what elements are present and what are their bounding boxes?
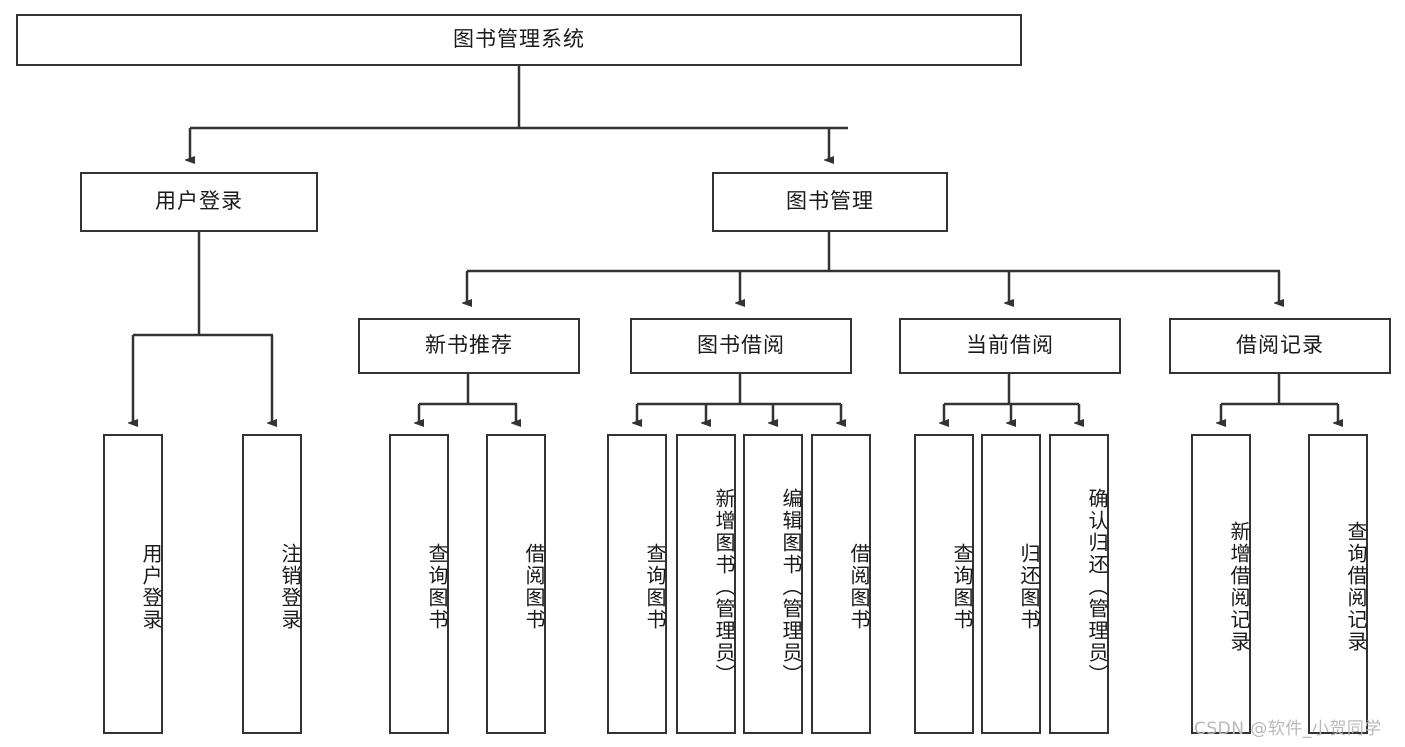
leaf-borrow-record-query[interactable]: 查询借阅记录 [1308, 434, 1368, 734]
node-label: 图书管理 [786, 189, 874, 214]
node-label: 借阅图书 [847, 543, 871, 631]
node-label: 注销登录 [278, 543, 302, 631]
node-label: 查询图书 [425, 543, 449, 631]
csdn-watermark: CSDN @软件_小贺同学 [1194, 719, 1382, 739]
node-label: 查询图书 [643, 543, 667, 631]
leaf-borrow-record-add[interactable]: 新增借阅记录 [1191, 434, 1251, 734]
leaf-book-borrow-add[interactable]: 新增图书（管理员） [676, 434, 736, 734]
node-label: 查询借阅记录 [1344, 521, 1368, 653]
node-current-borrow[interactable]: 当前借阅 [899, 318, 1121, 374]
node-label: 编辑图书（管理员） [779, 488, 803, 686]
leaf-user-login-login[interactable]: 用户登录 [103, 434, 163, 734]
leaf-user-login-logout[interactable]: 注销登录 [242, 434, 302, 734]
node-label: 借阅图书 [522, 543, 546, 631]
leaf-current-borrow-query[interactable]: 查询图书 [914, 434, 974, 734]
node-label: 新增借阅记录 [1227, 521, 1251, 653]
node-label: 用户登录 [155, 189, 243, 214]
node-label: 借阅记录 [1236, 333, 1324, 358]
node-label: 图书借阅 [697, 333, 785, 358]
leaf-book-borrow-borrow[interactable]: 借阅图书 [811, 434, 871, 734]
node-borrow-record[interactable]: 借阅记录 [1169, 318, 1391, 374]
leaf-book-borrow-edit[interactable]: 编辑图书（管理员） [743, 434, 803, 734]
node-root-system[interactable]: 图书管理系统 [16, 14, 1022, 66]
node-label: 当前借阅 [966, 333, 1054, 358]
node-user-login[interactable]: 用户登录 [80, 172, 318, 232]
leaf-current-borrow-return[interactable]: 归还图书 [981, 434, 1041, 734]
node-label: 新增图书（管理员） [712, 488, 736, 686]
node-label: 查询图书 [950, 543, 974, 631]
leaf-book-borrow-query[interactable]: 查询图书 [607, 434, 667, 734]
node-label: 图书管理系统 [453, 27, 585, 52]
leaf-new-book-borrow[interactable]: 借阅图书 [486, 434, 546, 734]
node-book-borrow[interactable]: 图书借阅 [630, 318, 852, 374]
node-label: 确认归还（管理员） [1085, 488, 1109, 686]
node-label: 新书推荐 [425, 333, 513, 358]
node-label: 用户登录 [139, 543, 163, 631]
leaf-current-borrow-confirm[interactable]: 确认归还（管理员） [1049, 434, 1109, 734]
node-label: 归还图书 [1017, 543, 1041, 631]
node-new-book-recommend[interactable]: 新书推荐 [358, 318, 580, 374]
leaf-new-book-query[interactable]: 查询图书 [389, 434, 449, 734]
node-book-management[interactable]: 图书管理 [712, 172, 948, 232]
